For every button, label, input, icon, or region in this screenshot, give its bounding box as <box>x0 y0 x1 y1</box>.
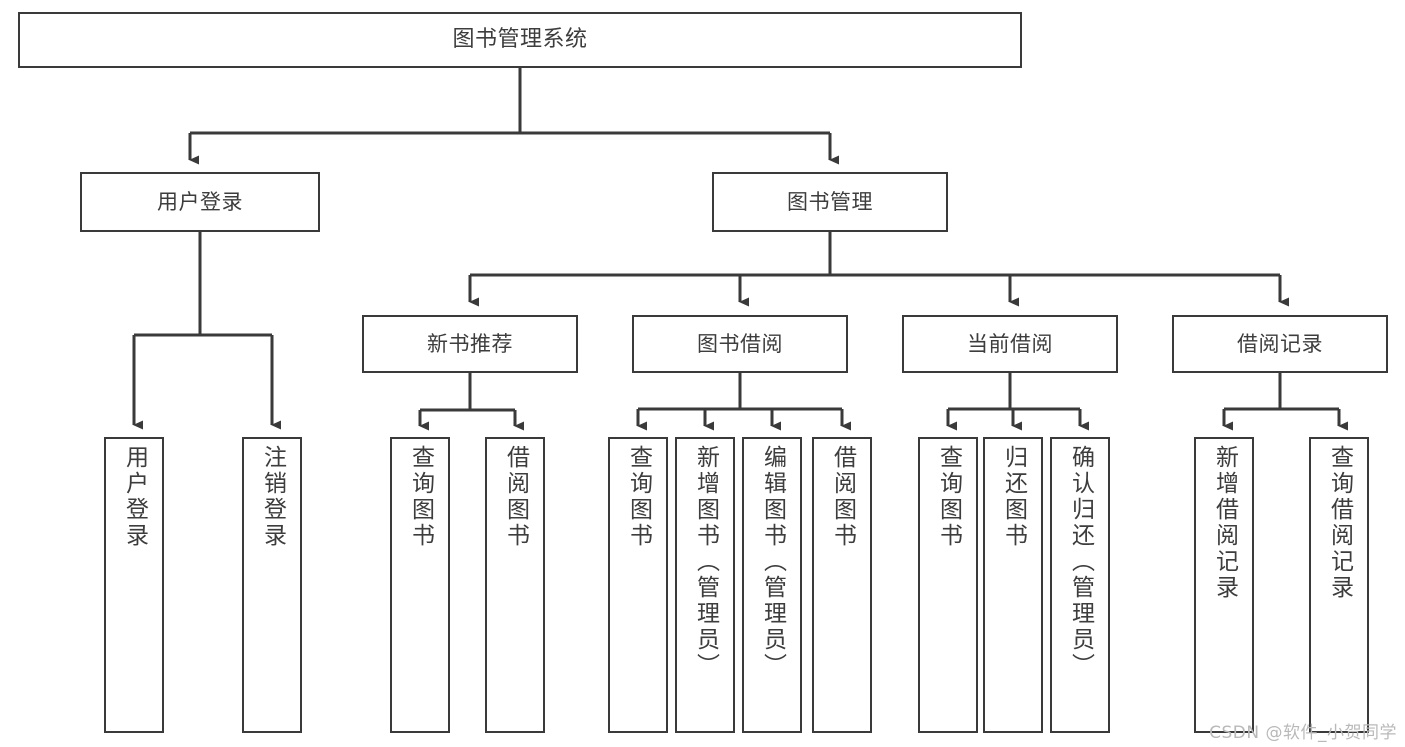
node-user-login[interactable]: 用户登录 <box>80 172 320 232</box>
node-label: 编辑图书（管理员） <box>759 445 786 679</box>
node-label: 查询图书 <box>935 445 962 549</box>
leaf-user-login-login[interactable]: 用户登录 <box>104 437 164 733</box>
leaf-user-login-logout[interactable]: 注销登录 <box>242 437 302 733</box>
node-label: 图书管理 <box>787 189 873 214</box>
node-label: 用户登录 <box>157 189 243 214</box>
leaf-current-borrow-return-book[interactable]: 归还图书 <box>983 437 1043 733</box>
node-root-book-management-system[interactable]: 图书管理系统 <box>18 12 1022 68</box>
leaf-book-borrow-borrow-book[interactable]: 借阅图书 <box>812 437 872 733</box>
leaf-new-book-query-book[interactable]: 查询图书 <box>390 437 450 733</box>
leaf-current-borrow-query-book[interactable]: 查询图书 <box>918 437 978 733</box>
node-label: 注销登录 <box>259 445 286 549</box>
node-label: 新书推荐 <box>427 331 513 356</box>
node-label: 查询图书 <box>625 445 652 549</box>
node-label: 当前借阅 <box>967 331 1053 356</box>
node-label: 图书管理系统 <box>452 27 588 53</box>
node-book-management[interactable]: 图书管理 <box>712 172 948 232</box>
node-borrow-record[interactable]: 借阅记录 <box>1172 315 1388 373</box>
node-label: 查询借阅记录 <box>1326 445 1353 601</box>
leaf-borrow-record-add-record[interactable]: 新增借阅记录 <box>1194 437 1254 733</box>
node-book-borrow[interactable]: 图书借阅 <box>632 315 848 373</box>
node-label: 图书借阅 <box>697 331 783 356</box>
node-label: 借阅图书 <box>829 445 856 549</box>
node-label: 确认归还（管理员） <box>1067 445 1094 679</box>
leaf-new-book-borrow-book[interactable]: 借阅图书 <box>485 437 545 733</box>
node-label: 新增图书（管理员） <box>692 445 719 679</box>
node-label: 新增借阅记录 <box>1211 445 1238 601</box>
node-label: 用户登录 <box>121 445 148 549</box>
node-label: 借阅图书 <box>502 445 529 549</box>
leaf-book-borrow-edit-book-admin[interactable]: 编辑图书（管理员） <box>742 437 802 733</box>
leaf-borrow-record-query-record[interactable]: 查询借阅记录 <box>1309 437 1369 733</box>
node-label: 归还图书 <box>1000 445 1027 549</box>
node-new-book-recommend[interactable]: 新书推荐 <box>362 315 578 373</box>
watermark-text: CSDN @软件_小贺同学 <box>1209 723 1397 743</box>
leaf-book-borrow-add-book-admin[interactable]: 新增图书（管理员） <box>675 437 735 733</box>
node-label: 查询图书 <box>407 445 434 549</box>
leaf-book-borrow-query-book[interactable]: 查询图书 <box>608 437 668 733</box>
node-label: 借阅记录 <box>1237 331 1323 356</box>
node-current-borrow[interactable]: 当前借阅 <box>902 315 1118 373</box>
leaf-current-borrow-confirm-return-admin[interactable]: 确认归还（管理员） <box>1050 437 1110 733</box>
